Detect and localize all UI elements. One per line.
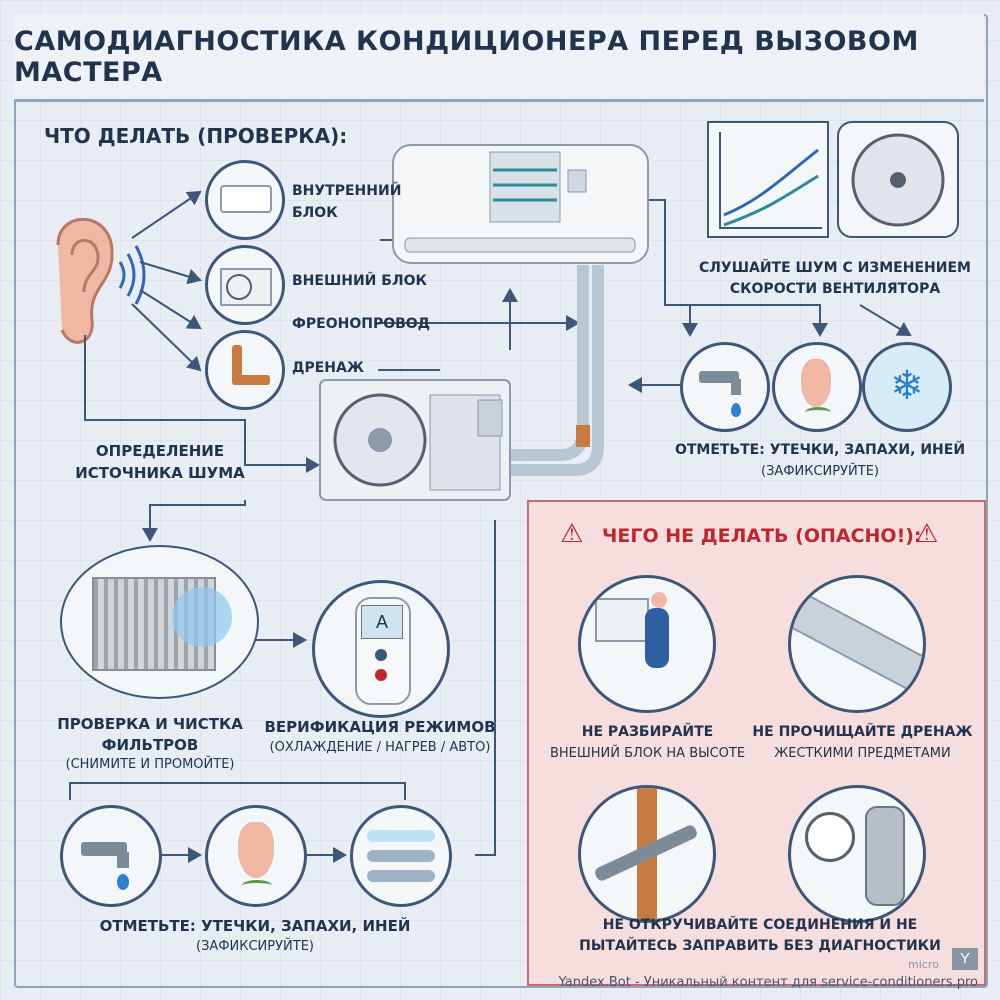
fan-noise-line2: СКОРОСТИ ВЕНТИЛЯТОРА xyxy=(729,281,941,297)
frost-circle: ❄ xyxy=(862,342,952,432)
bottom-tap-circle xyxy=(60,805,162,907)
snowflake-icon: ❄ xyxy=(890,364,924,408)
connection-danger-circle xyxy=(578,785,716,923)
page-title: САМОДИАГНОСТИКА КОНДИЦИОНЕРА ПЕРЕД ВЫЗОВ… xyxy=(14,14,984,102)
noise-source-line2: ИСТОЧНИКА ШУМА xyxy=(75,464,245,482)
drain-pipe-circle xyxy=(205,330,285,410)
drain-danger-circle xyxy=(788,575,926,713)
danger-item-1-line1: НЕ РАЗБИРАЙТЕ xyxy=(581,724,714,740)
outdoor-unit-illustration xyxy=(319,379,511,501)
nose-smell-circle xyxy=(772,342,862,432)
danger-item-2-line2: ЖЕСТКИМИ ПРЕДМЕТАМИ xyxy=(774,746,951,761)
fan-noise-line1: СЛУШАЙТЕ ШУМ С ИЗМЕНЕНИЕМ xyxy=(699,260,971,276)
bottom-note: ОТМЕТЬТЕ: УТЕЧКИ, ЗАПАХИ, ИНЕЙ xyxy=(99,917,411,935)
outdoor-unit-label: ВНЕШНИЙ БЛОК xyxy=(292,273,427,289)
warning-icon-right: ⚠ xyxy=(915,518,939,548)
outdoor-unit-circle xyxy=(205,245,285,325)
modes-label: ВЕРИФИКАЦИЯ РЕЖИМОВ xyxy=(264,718,496,736)
refrigerant-pipes-illustration xyxy=(510,265,604,476)
filters-line2: ФИЛЬТРОВ xyxy=(101,736,199,754)
bottom-note-sub: (ЗАФИКСИРУЙТЕ) xyxy=(196,939,314,954)
danger-heading: ЧЕГО НЕ ДЕЛАТЬ (ОПАСНО!): xyxy=(602,525,922,547)
indoor-unit-circle xyxy=(205,160,285,240)
bottom-nose-circle xyxy=(205,805,307,907)
right-note-sub: (ЗАФИКСИРУЙТЕ) xyxy=(761,464,879,479)
remote-display: A xyxy=(361,605,403,639)
bottom-frost-circle xyxy=(350,805,452,907)
danger-panel xyxy=(527,500,986,986)
watermark-logo: Y xyxy=(952,948,978,970)
filters-line1: ПРОВЕРКА И ЧИСТКА xyxy=(57,715,243,733)
watermark-text: micro xyxy=(908,958,939,971)
fan-noise-label: СЛУШАЙТЕ ШУМ С ИЗМЕНЕНИЕМ СКОРОСТИ ВЕНТИ… xyxy=(690,258,980,300)
indoor-unit-label-line1: ВНУТРЕННИЙ xyxy=(292,183,402,199)
modes-sub: (ОХЛАЖДЕНИЕ / НАГРЕВ / АВТО) xyxy=(269,740,491,755)
tap-leak-circle xyxy=(680,342,770,432)
danger-bottom-line2: ПЫТАЙТЕСЬ ЗАПРАВИТЬ БЕЗ ДИАГНОСТИКИ xyxy=(579,938,941,954)
drain-label: ДРЕНАЖ xyxy=(292,360,364,376)
filter-cleaning-illustration xyxy=(60,545,259,699)
filters-sub: (СНИМИТЕ И ПРОМОЙТЕ) xyxy=(65,757,235,772)
indoor-unit-label-line2: БЛОК xyxy=(292,205,338,221)
refill-danger-circle xyxy=(788,785,926,923)
indoor-unit-illustration xyxy=(392,144,649,264)
ear-icon xyxy=(56,217,146,344)
refrigerant-line-label: ФРЕОНОПРОВОД xyxy=(292,316,431,332)
danger-item-1-line2: ВНЕШНИЙ БЛОК НА ВЫСОТЕ xyxy=(549,746,746,761)
indoor-unit-label: ВНУТРЕННИЙ БЛОК xyxy=(292,180,401,224)
filters-label: ПРОВЕРКА И ЧИСТКА ФИЛЬТРОВ xyxy=(40,714,260,756)
right-note: ОТМЕТЬТЕ: УТЕЧКИ, ЗАПАХИ, ИНЕЙ xyxy=(674,442,966,458)
fan-speed-illustration xyxy=(707,121,959,238)
danger-bottom-line1: НЕ ОТКРУЧИВАЙТЕ СОЕДИНЕНИЯ И НЕ xyxy=(602,917,918,933)
danger-item-2-line1: НЕ ПРОЧИЩАЙТЕ ДРЕНАЖ xyxy=(752,724,973,740)
noise-source-line1: ОПРЕДЕЛЕНИЕ xyxy=(95,442,225,460)
noise-source-label: ОПРЕДЕЛЕНИЕ ИСТОЧНИКА ШУМА xyxy=(60,440,260,484)
remote-circle: A xyxy=(312,580,450,718)
footer-text: Yandex.Bot - Уникальный контент для serv… xyxy=(558,975,978,990)
check-heading: ЧТО ДЕЛАТЬ (ПРОВЕРКА): xyxy=(44,124,348,148)
warning-icon: ⚠ xyxy=(560,518,584,548)
height-danger-circle xyxy=(578,575,716,713)
